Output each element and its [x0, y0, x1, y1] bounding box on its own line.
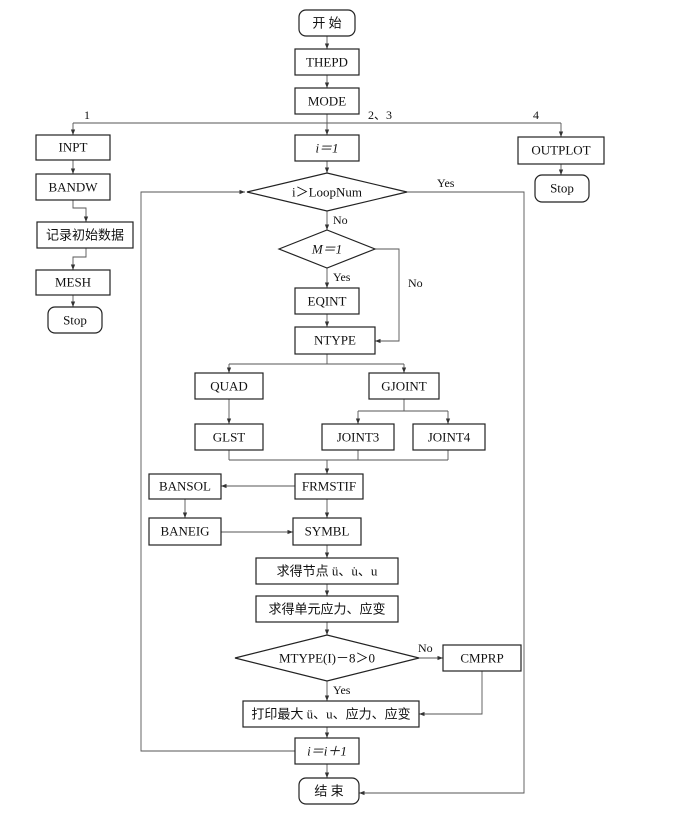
node-joint3 — [321, 423, 395, 451]
label-cmprp: CMPRP — [460, 651, 503, 666]
edge-label-m-no: No — [408, 276, 423, 290]
label-end: 结 束 — [314, 784, 343, 799]
node-record — [36, 221, 134, 249]
node-eqint — [294, 287, 360, 315]
label-mode: MODE — [308, 94, 346, 109]
node-gjoint — [368, 372, 440, 400]
edge-label-loop-yes: Yes — [437, 176, 455, 190]
label-mesh: MESH — [55, 275, 91, 290]
node-stop-left — [47, 306, 103, 334]
label-thepd: THEPD — [306, 55, 348, 70]
label-solve-stress: 求得单元应力、应变 — [268, 602, 385, 617]
node-solve-stress — [255, 595, 399, 623]
label-inpt: INPT — [59, 140, 88, 155]
label-bansol: BANSOL — [159, 479, 211, 494]
edge-loop-yes-end — [359, 191, 525, 796]
node-labels: 开 始 THEPD MODE INPT BANDW 记录初始数据 MESH St… — [46, 16, 591, 799]
label-frmstif: FRMSTIF — [302, 479, 356, 494]
label-glst: GLST — [213, 430, 246, 445]
edge-i-inc-loopback — [140, 189, 295, 752]
node-start — [298, 9, 356, 37]
node-outplot — [517, 136, 605, 165]
label-bandw: BANDW — [48, 180, 98, 195]
label-eqint: EQINT — [308, 294, 347, 309]
label-i-init: i＝1 — [315, 141, 338, 156]
node-bandw — [35, 173, 111, 201]
node-mode — [294, 87, 360, 115]
label-gjoint: GJOINT — [381, 379, 427, 394]
node-frmstif — [294, 473, 364, 500]
edge-record-mesh — [70, 248, 87, 270]
node-ntype — [294, 326, 376, 355]
node-glst — [194, 423, 264, 451]
label-joint3: JOINT3 — [337, 430, 380, 445]
edge-bandw-record — [72, 200, 89, 222]
label-stop-left: Stop — [63, 313, 87, 328]
node-end — [298, 777, 360, 805]
edge-label-mtype-no: No — [418, 641, 433, 655]
label-baneig: BANEIG — [160, 524, 209, 539]
nodes — [35, 9, 605, 805]
node-joint4 — [412, 423, 486, 451]
label-i-inc: i＝i＋1 — [307, 744, 347, 759]
node-i-inc — [294, 737, 360, 765]
node-print-max — [242, 700, 420, 728]
edge-cmprp-print — [419, 671, 483, 717]
label-stop-right: Stop — [550, 181, 574, 196]
label-symbl: SYMBL — [305, 524, 350, 539]
edge-label-branch-23: 2、3 — [368, 108, 392, 122]
label-print-max: 打印最大 ü、u、应力、应变 — [251, 707, 410, 722]
node-mesh — [35, 269, 111, 296]
node-m-check — [277, 229, 377, 269]
label-record: 记录初始数据 — [46, 228, 124, 243]
edges — [70, 36, 564, 796]
node-symbl — [292, 517, 362, 546]
label-quad: QUAD — [210, 379, 248, 394]
node-baneig — [148, 517, 222, 546]
node-cmprp — [442, 644, 522, 672]
node-thepd — [294, 48, 360, 76]
node-quad — [194, 372, 264, 400]
edge-label-m-yes: Yes — [333, 270, 351, 284]
edge-label-loop-no: No — [333, 213, 348, 227]
node-stop-right — [534, 174, 590, 203]
label-joint4: JOINT4 — [428, 430, 471, 445]
label-m-check: M＝1 — [311, 242, 342, 257]
label-mtype-check: MTYPE(I)－8＞0 — [279, 651, 375, 666]
edge-label-mtype-yes: Yes — [333, 683, 351, 697]
node-solve-nodes — [255, 557, 399, 585]
edge-label-branch-4: 4 — [533, 108, 539, 122]
node-mtype-check — [234, 634, 420, 682]
label-ntype: NTYPE — [314, 333, 356, 348]
label-start: 开 始 — [312, 16, 341, 31]
node-loop-check — [246, 172, 408, 212]
edge-m-no-ntype — [375, 248, 400, 344]
node-i-init — [294, 134, 360, 162]
edge-labels: 1 2、3 4 Yes No Yes No No Yes — [84, 108, 539, 697]
label-solve-nodes: 求得节点 ü、u̇、u — [277, 564, 378, 579]
label-outplot: OUTPLOT — [531, 143, 590, 158]
node-bansol — [148, 473, 222, 500]
edge-label-branch-1: 1 — [84, 108, 90, 122]
node-inpt — [35, 134, 111, 161]
label-loop-check: i＞LoopNum — [292, 185, 362, 200]
